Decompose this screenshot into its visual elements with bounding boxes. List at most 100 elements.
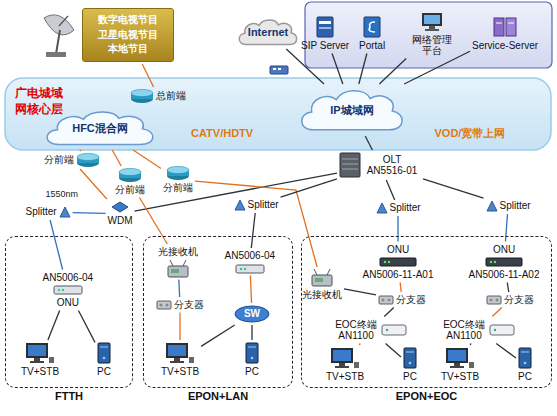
link-line	[251, 325, 252, 340]
device-node: Splitter	[234, 199, 279, 211]
device-node: 总前端	[130, 89, 186, 103]
device-node: PC	[403, 347, 417, 383]
link-line	[281, 179, 337, 197]
node-label: SIP Server	[301, 40, 349, 52]
split-icon	[59, 206, 71, 218]
switch-node: SW	[234, 305, 270, 323]
link-line	[365, 136, 372, 150]
onud-icon	[485, 257, 523, 267]
link-line	[496, 344, 516, 359]
access-group: EPON+EOC光接收机ONUAN5006-11-A01ONUAN5006-11…	[301, 236, 552, 388]
link-line	[250, 276, 251, 304]
node-label: EOC终端 AN1100	[441, 319, 487, 342]
node-label: TV+STB	[326, 371, 364, 383]
device-node: Splitter	[26, 206, 71, 218]
link-line	[201, 325, 235, 346]
node-label: 数字电视节目 卫星电视节目 本地节目	[86, 13, 170, 57]
satellite-dish	[44, 15, 74, 57]
node-label: 分前端	[163, 182, 193, 194]
eoc-icon	[381, 324, 407, 336]
node-label: EPON+LAN	[144, 390, 292, 403]
link-line	[78, 311, 95, 343]
node-label: TV+STB	[21, 366, 59, 378]
link-line	[48, 311, 60, 341]
device-node: Splitter	[376, 202, 421, 214]
router-icon	[76, 153, 100, 167]
node-label: SW	[244, 308, 260, 320]
node-label: Splitter	[390, 202, 421, 214]
device-node: OLT AN5516-01	[339, 152, 421, 178]
node-label: TV+STB	[441, 371, 479, 383]
device-node: 网络管理 平台	[407, 12, 457, 57]
tv-icon	[25, 342, 55, 364]
onu-icon	[53, 285, 83, 295]
router-icon	[166, 166, 190, 180]
link-line	[73, 212, 106, 214]
link-line	[404, 51, 470, 84]
eoc-icon	[489, 324, 515, 336]
device-node: EOC终端 AN1100	[441, 319, 515, 342]
node-label: PC	[97, 366, 111, 378]
link-line	[344, 289, 376, 295]
node-label: Portal	[359, 40, 385, 52]
link-line	[332, 54, 343, 85]
link-line	[142, 64, 153, 87]
srv-icon	[493, 16, 517, 38]
link-line	[384, 308, 394, 317]
node-label: Internet	[248, 26, 288, 39]
link-line	[286, 49, 324, 84]
node-label: EPON+EOC	[302, 390, 551, 403]
node-label: AN5006-11-A02	[469, 269, 540, 281]
device-node: TV+STB	[441, 347, 479, 383]
device-node: Portal	[359, 16, 385, 52]
node-label: 分前端	[44, 154, 74, 166]
device-node: EOC终端 AN1100	[333, 319, 407, 342]
link-line	[178, 280, 180, 298]
split-icon	[234, 199, 246, 211]
node-label: 广电城域网核心层	[13, 86, 65, 117]
node-label: 网络管理 平台	[407, 34, 457, 57]
onu-icon	[235, 264, 265, 274]
link-line	[386, 344, 401, 357]
device-node: TV+STB	[21, 342, 59, 378]
link-line	[400, 283, 401, 293]
node-label: 总前端	[156, 90, 186, 102]
node-label: AN5006-04	[225, 250, 276, 262]
link-line	[251, 213, 255, 248]
link-line	[135, 173, 338, 211]
node-label: TV+STB	[161, 366, 199, 378]
device-node: TV+STB	[326, 347, 364, 383]
tv-icon	[165, 342, 195, 364]
device-node: TV+STB	[161, 342, 199, 378]
router-icon	[130, 89, 154, 103]
core-band	[5, 78, 551, 150]
mgmt-icon	[421, 12, 443, 32]
device-node: Service-Server	[472, 16, 538, 52]
node-label: ONU	[387, 244, 409, 256]
device-node: 分支器	[156, 299, 204, 311]
device-node: AN5006-04	[225, 250, 276, 274]
link-line	[386, 180, 394, 200]
device-node: 分前端	[115, 168, 145, 196]
server-panel	[305, 2, 552, 68]
node-label: EOC终端 AN1100	[333, 319, 379, 342]
node-label: FTTH	[6, 390, 132, 403]
node-label: HFC混合网	[72, 122, 128, 135]
split-icon	[376, 202, 388, 214]
access-group: EPON+LAN光接收机AN5006-04分支器SWTV+STBPC	[143, 236, 293, 388]
device-node: WDM	[108, 201, 133, 227]
node-label: Splitter	[248, 199, 279, 211]
pc-icon	[403, 347, 417, 369]
onu-node: ONUAN5006-11-A02	[469, 244, 540, 281]
tv-icon	[445, 347, 475, 369]
rx-icon	[167, 260, 189, 278]
device-node: 光接收机	[158, 246, 198, 278]
service-label: VOD/宽带上网	[435, 126, 506, 141]
link-line	[470, 344, 472, 346]
link-line	[139, 198, 167, 245]
node-label: PC	[518, 371, 532, 383]
device-node: 分支器	[378, 294, 426, 306]
node-label: Service-Server	[472, 40, 538, 52]
node-label: 光接收机	[158, 246, 198, 258]
link-line	[359, 344, 360, 346]
